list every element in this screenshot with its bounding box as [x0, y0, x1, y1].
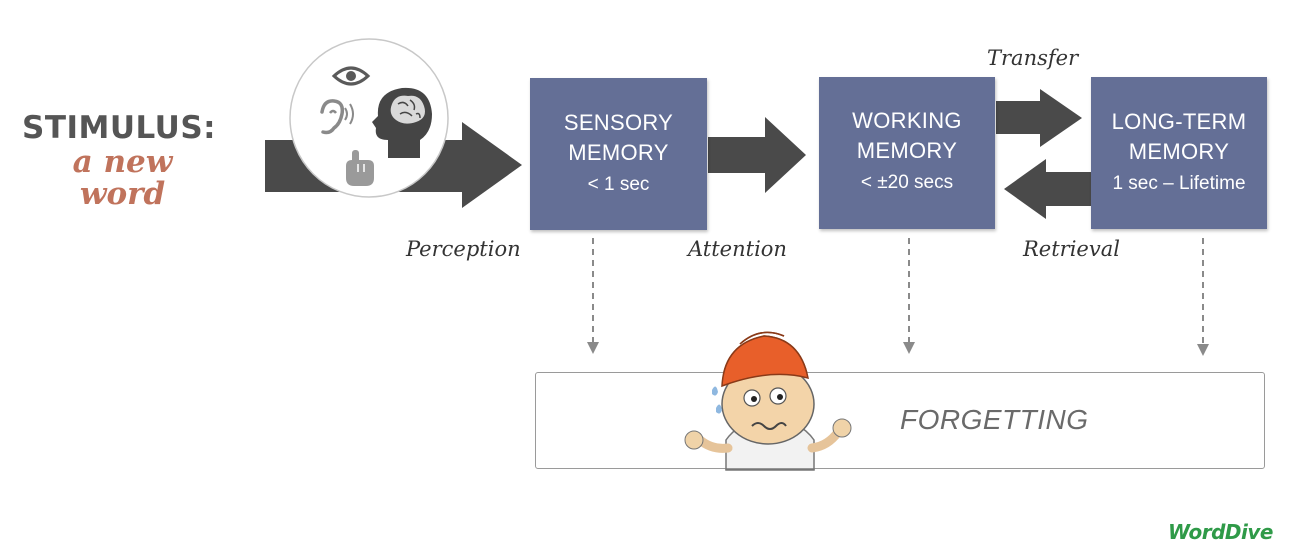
head-brain-icon: [372, 87, 432, 158]
forgetting-box: [535, 372, 1265, 469]
working-duration: < ±20 secs: [860, 172, 954, 193]
working-title-line1: WORKING: [852, 108, 962, 133]
attention-label: Attention: [688, 237, 787, 261]
attention-arrow: [708, 117, 806, 193]
stimulus-subtitle-line1: a new: [72, 144, 173, 180]
eye-icon: [331, 66, 371, 86]
worddive-logo: WordDive: [1168, 520, 1273, 544]
sensory-memory-box: SENSORY MEMORY < 1 sec: [530, 78, 707, 230]
ear-icon: [320, 99, 354, 135]
sensory-duration: < 1 sec: [587, 174, 650, 195]
pointing-hand-icon: [346, 150, 374, 186]
working-memory-box: WORKING MEMORY < ±20 secs: [819, 77, 995, 229]
forgetting-label: FORGETTING: [900, 404, 1089, 435]
stimulus-title: STIMULUS:: [22, 110, 217, 146]
confused-character-overlay: [684, 331, 852, 470]
working-title-line2: MEMORY: [856, 138, 958, 163]
retrieval-label: Retrieval: [1023, 237, 1120, 261]
longterm-duration: 1 sec – Lifetime: [1112, 173, 1246, 194]
longterm-title-line2: MEMORY: [1128, 139, 1230, 164]
stimulus-subtitle-line2: word: [79, 176, 166, 212]
sensory-title-line1: SENSORY: [563, 110, 674, 135]
transfer-arrow: [996, 89, 1082, 147]
transfer-label: Transfer: [987, 46, 1079, 70]
longterm-title-line1: LONG-TERM: [1111, 109, 1247, 134]
sensory-title-line2: MEMORY: [568, 140, 669, 165]
longterm-memory-box: LONG-TERM MEMORY 1 sec – Lifetime: [1091, 77, 1267, 229]
senses-circle: [289, 38, 449, 198]
retrieval-arrow: [1004, 159, 1092, 219]
perception-label: Perception: [406, 237, 521, 261]
